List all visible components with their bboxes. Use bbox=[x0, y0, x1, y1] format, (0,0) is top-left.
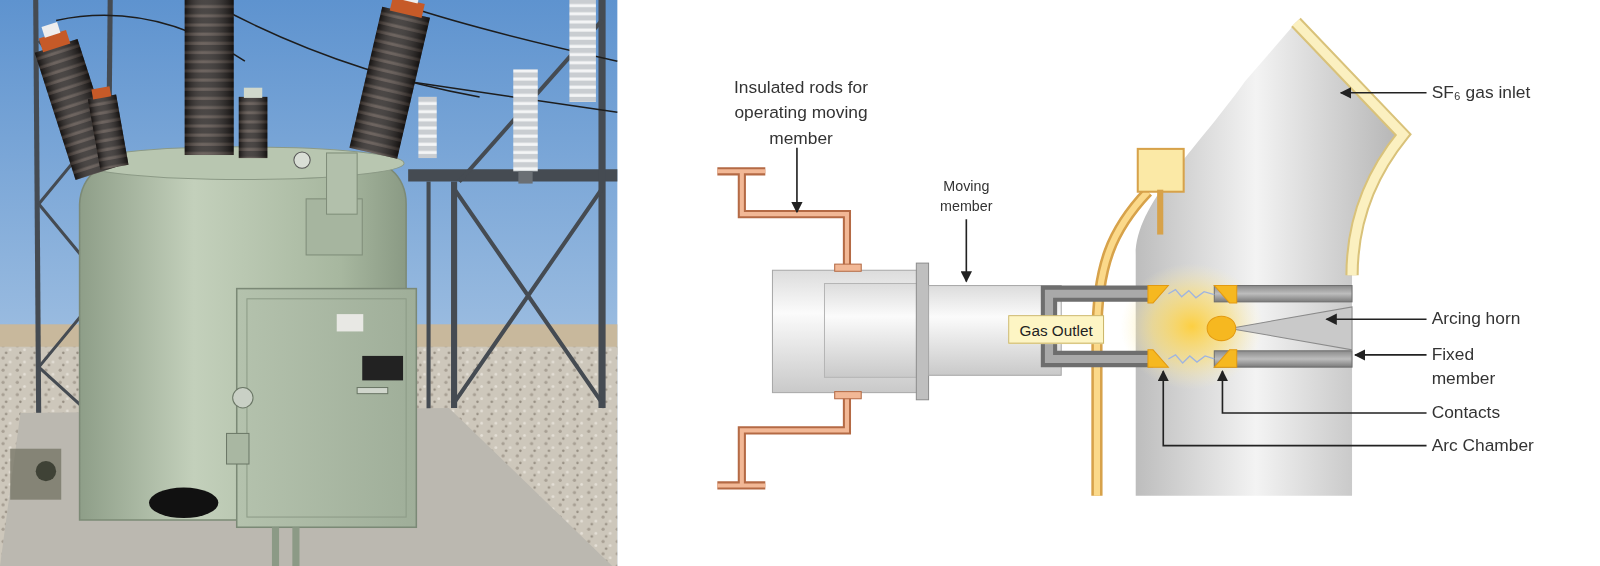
arc-spark bbox=[1168, 290, 1214, 298]
bushing-insulator bbox=[349, 7, 430, 159]
bushing-insulator bbox=[244, 88, 262, 98]
part-label: Arc Chamber bbox=[1432, 433, 1595, 457]
bushing-insulator bbox=[41, 22, 60, 38]
breaker-photo bbox=[0, 0, 617, 566]
leader-line bbox=[796, 148, 798, 212]
control-cabinet bbox=[227, 289, 417, 566]
contact bbox=[1148, 286, 1168, 303]
breaker-photo bbox=[0, 0, 617, 566]
control-cabinet bbox=[276, 527, 296, 566]
leader-line bbox=[797, 93, 1427, 446]
arc-chamber bbox=[1296, 22, 1403, 275]
fixed-member bbox=[1230, 307, 1352, 350]
bushing-insulator bbox=[400, 0, 420, 3]
surge-arrester bbox=[569, 0, 596, 102]
contact bbox=[1148, 286, 1237, 368]
cylinder bbox=[772, 270, 920, 392]
control-cabinet bbox=[362, 356, 403, 380]
contact bbox=[1148, 350, 1168, 367]
control-cabinet bbox=[227, 433, 249, 464]
lattice-tower bbox=[598, 0, 605, 408]
lattice-tower bbox=[427, 182, 431, 419]
control-cabinet bbox=[337, 314, 364, 331]
part-label: Fixed member bbox=[1432, 343, 1509, 392]
control-cabinet bbox=[357, 388, 388, 394]
bushing-insulator bbox=[239, 88, 268, 158]
part-label: Insulated rods for operating moving memb… bbox=[714, 74, 887, 150]
breaker-tank bbox=[294, 152, 310, 168]
surge-arrester bbox=[418, 0, 596, 184]
arc-spark bbox=[1168, 290, 1214, 363]
control-cabinet bbox=[233, 388, 253, 408]
surge-arrester bbox=[418, 97, 436, 158]
lattice-tower bbox=[451, 182, 457, 408]
bushing-insulator bbox=[349, 7, 430, 159]
arcing-horn bbox=[1207, 316, 1236, 340]
bushing-insulator bbox=[88, 94, 129, 169]
breaker-tank bbox=[149, 487, 218, 518]
breaker-tank bbox=[36, 461, 56, 481]
part-label: Contacts bbox=[1432, 401, 1595, 425]
node-text: Gas Outlet bbox=[1020, 321, 1093, 338]
bushing-insulator bbox=[88, 94, 129, 169]
leader-line bbox=[1341, 92, 1427, 94]
part-label: Arcing horn bbox=[1432, 307, 1595, 331]
leader-line bbox=[1163, 371, 1426, 445]
cylinder bbox=[835, 392, 862, 399]
arc-spark bbox=[1168, 355, 1214, 363]
bushing-insulator bbox=[239, 97, 268, 158]
gas-outlet-box: Gas Outlet bbox=[1008, 315, 1104, 344]
bushing-insulator bbox=[86, 85, 128, 169]
contact bbox=[1214, 286, 1236, 303]
surge-arrester bbox=[513, 69, 537, 171]
cylinder bbox=[916, 263, 928, 400]
bushing-insulator bbox=[185, 0, 234, 155]
surge-arrester bbox=[518, 171, 532, 183]
part-label: SF₆ gas inlet bbox=[1432, 81, 1600, 105]
cylinder bbox=[835, 264, 862, 271]
leader-line bbox=[1327, 318, 1427, 320]
lattice-tower bbox=[36, 0, 39, 428]
bushing-insulator bbox=[239, 97, 268, 158]
bushing-insulator bbox=[28, 0, 435, 180]
bushing-insulator bbox=[185, 0, 234, 155]
leader-line bbox=[1222, 371, 1426, 413]
bushing-insulator bbox=[185, 0, 234, 155]
arc-chamber bbox=[1138, 149, 1184, 192]
arcing-horn bbox=[1207, 316, 1236, 340]
arc-chamber bbox=[1157, 190, 1163, 235]
cylinder bbox=[824, 284, 920, 378]
breaker-tank bbox=[327, 153, 358, 214]
contact bbox=[1214, 350, 1236, 367]
bushing-insulator bbox=[91, 86, 111, 99]
arc-chamber bbox=[1296, 22, 1403, 275]
lattice-tower bbox=[408, 169, 617, 181]
control-cabinet bbox=[247, 299, 406, 517]
control-cabinet bbox=[237, 289, 417, 528]
bushing-insulator bbox=[390, 0, 425, 18]
breaker-tank bbox=[10, 449, 61, 500]
leader-line bbox=[1355, 354, 1426, 356]
part-label: Moving member bbox=[926, 175, 1008, 216]
leader-line bbox=[966, 219, 968, 281]
